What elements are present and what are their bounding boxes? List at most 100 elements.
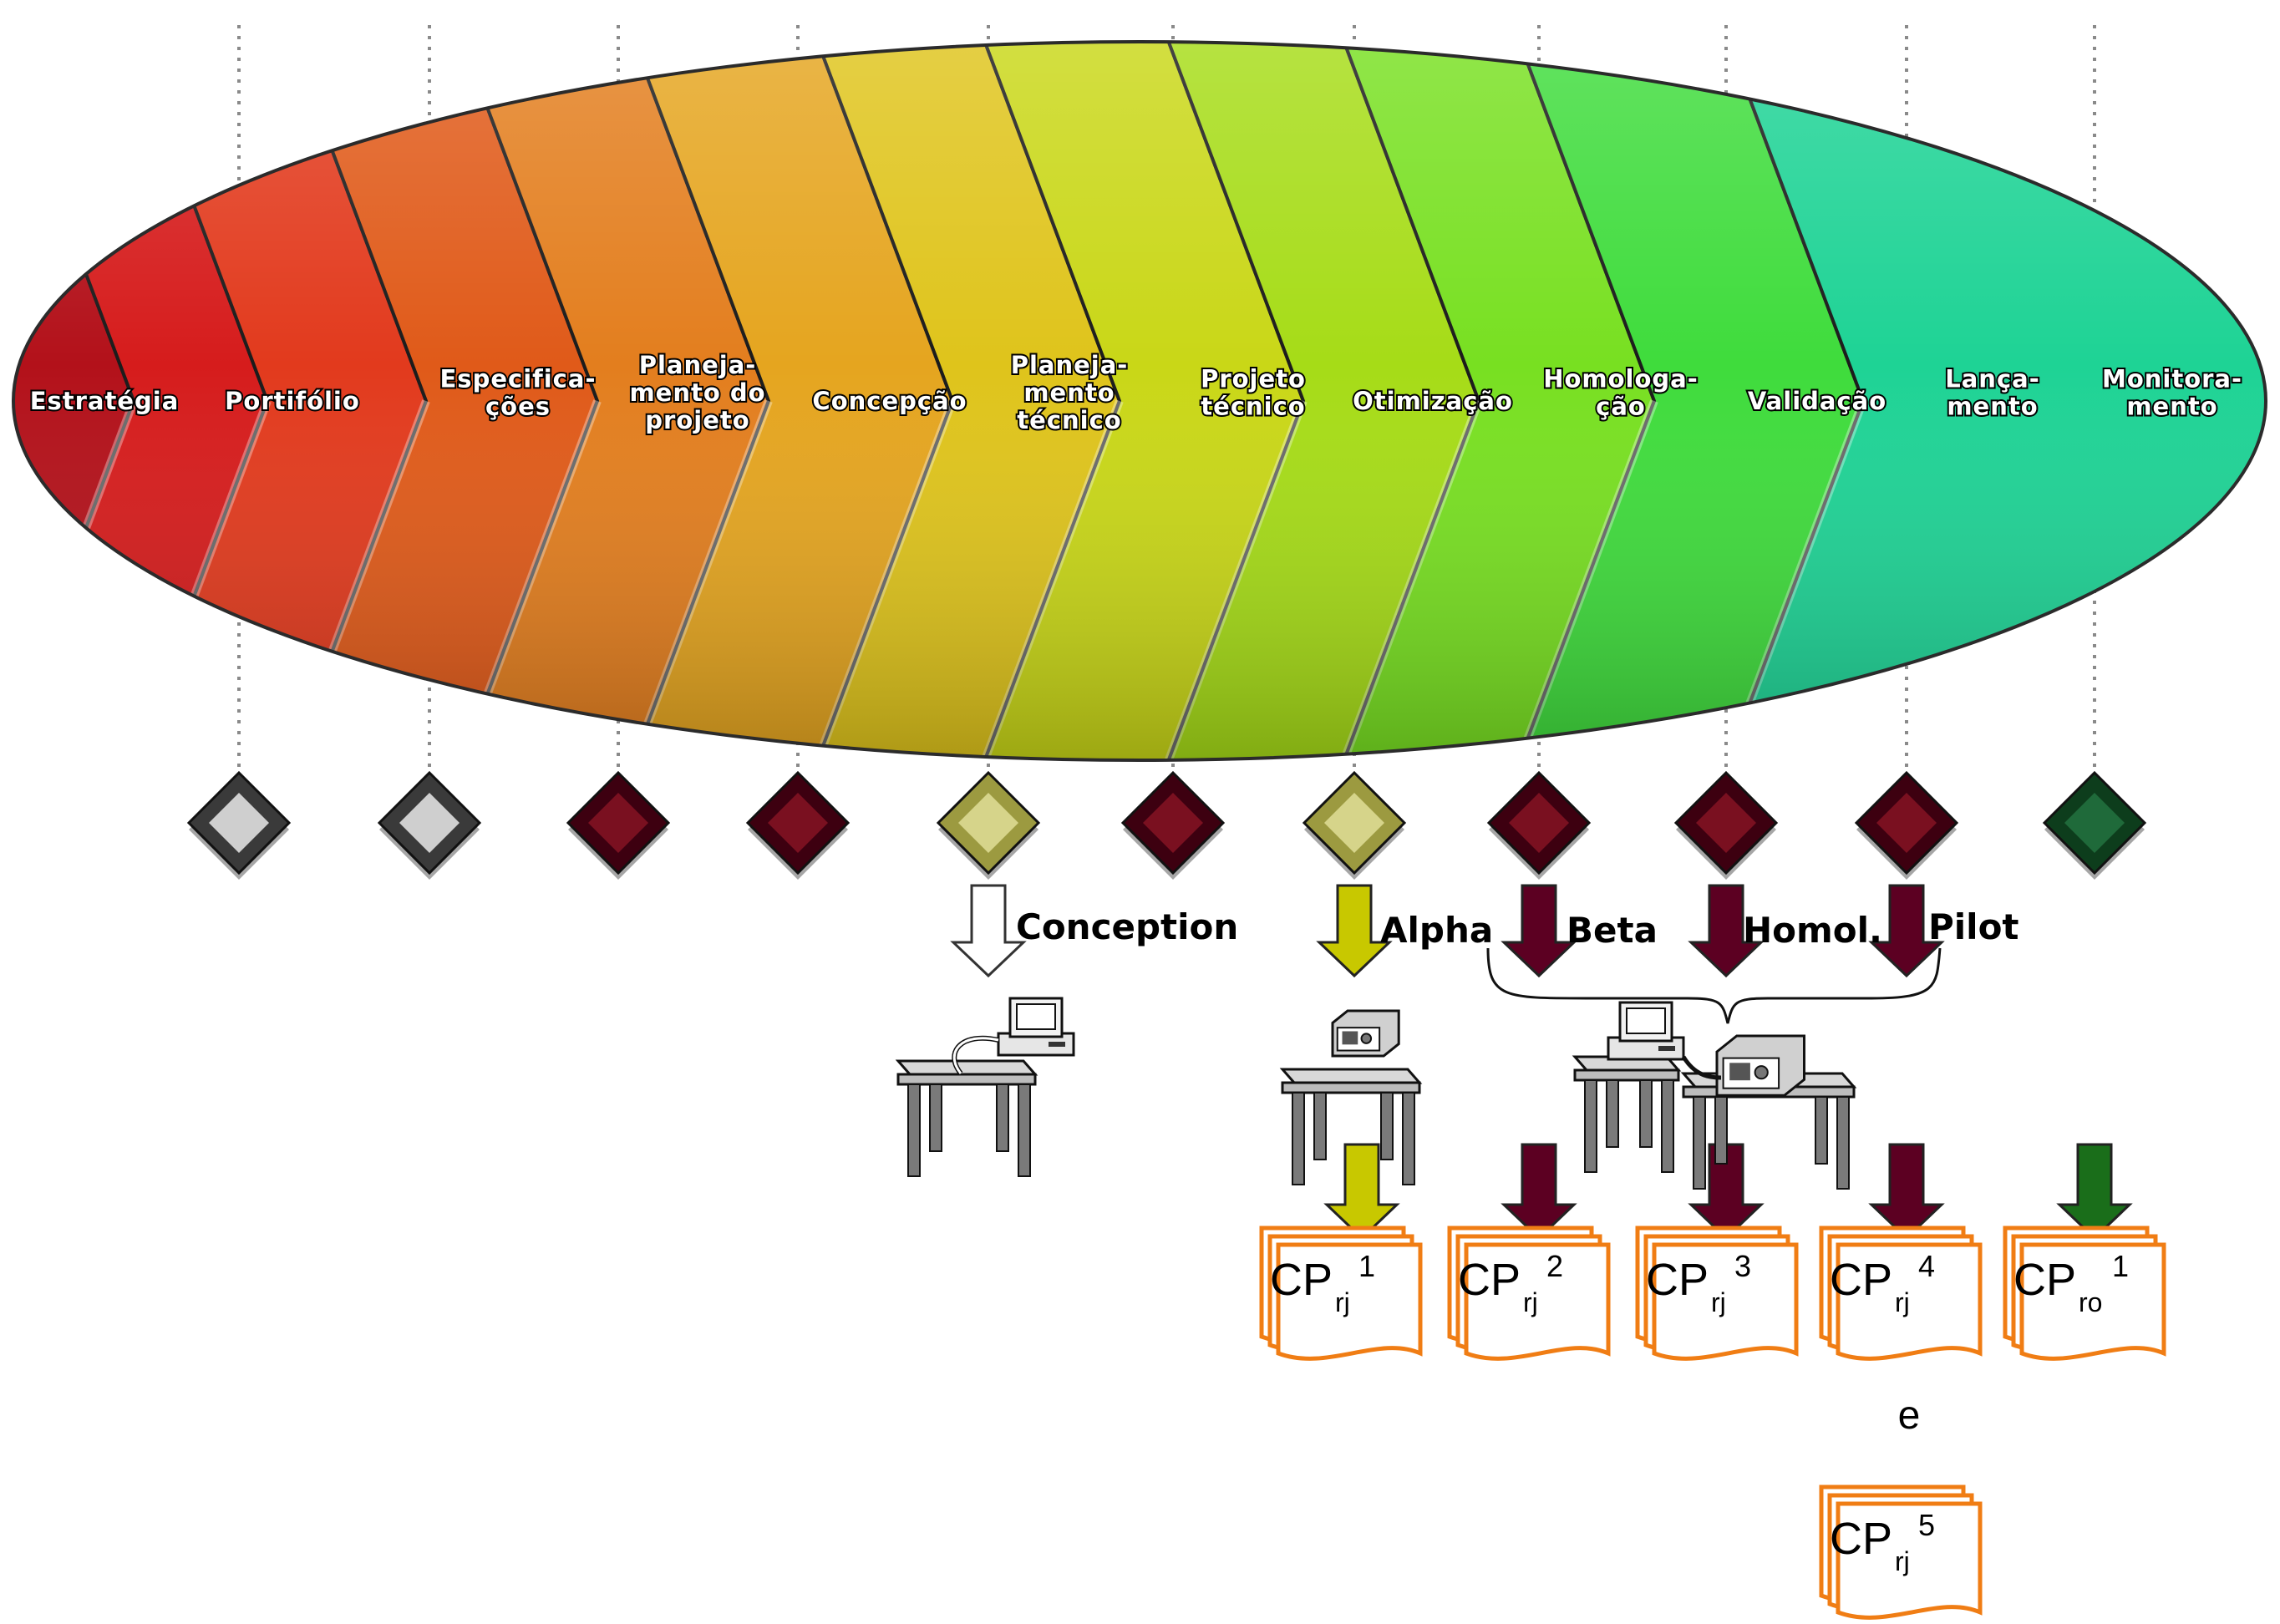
cable <box>1681 1055 1722 1080</box>
gate-diamond <box>1302 770 1407 880</box>
workstations <box>895 997 1857 1190</box>
desk-top <box>895 1059 1038 1076</box>
desk-leg <box>1714 1096 1728 1165</box>
doc-subscript: rj <box>1895 1287 1910 1317</box>
device-display <box>1729 1063 1750 1081</box>
gate-inner <box>768 793 828 853</box>
desk-leg <box>1815 1096 1828 1165</box>
doc-subscript: ro <box>2079 1287 2102 1317</box>
band-outline <box>12 40 2267 762</box>
doc-superscript: 3 <box>1734 1249 1751 1283</box>
doc-arrow-1 <box>1323 1143 1400 1241</box>
desk-leg <box>1639 1079 1653 1148</box>
phase-label-line: mento <box>2126 393 2217 421</box>
phase-label-line: ções <box>485 393 551 421</box>
band-shading <box>13 42 2266 760</box>
phase-label-line: Validação <box>1748 387 1886 415</box>
gate-inner <box>1143 793 1203 853</box>
gate-diamond <box>1120 770 1226 880</box>
doc-subscript: rj <box>1335 1287 1350 1317</box>
device-knob <box>1754 1065 1769 1080</box>
doc-superscript: 1 <box>1358 1249 1375 1283</box>
doc-subscript: rj <box>1895 1546 1910 1576</box>
phase-label-line: Portifólio <box>225 387 360 415</box>
phase-label: Concepção <box>812 387 967 415</box>
computer-drive <box>1049 1042 1065 1047</box>
phase-labels: Estratégia Portifólio Especifica-ções Plane… <box>28 349 2243 436</box>
desk-leg <box>1836 1096 1850 1190</box>
document-page <box>1276 1242 1423 1361</box>
connector-e: e <box>1898 1393 1921 1438</box>
gate-diamond <box>566 770 671 880</box>
gate-inner <box>209 793 269 853</box>
phase-label: Homologa-ção <box>1543 365 1699 421</box>
desk-leg <box>1380 1092 1394 1160</box>
phase-label-line: Estratégia <box>30 387 180 415</box>
device-knob <box>1360 1033 1373 1044</box>
phase-label-line: Otimização <box>1353 387 1513 415</box>
doc-arrow-5 <box>2056 1143 2133 1241</box>
computer <box>997 997 1075 1057</box>
doc-superscript: 2 <box>1546 1249 1563 1283</box>
phase-label-line: ção <box>1596 393 1646 421</box>
phase-label-line: Planeja- <box>639 351 757 379</box>
phase-label: Especifica-ções <box>440 365 597 421</box>
group-brace <box>1486 947 1942 1024</box>
label-alpha: Alpha <box>1380 910 1493 951</box>
desk-leg <box>929 1084 942 1152</box>
desk-leg <box>907 1084 921 1177</box>
label-beta: Beta <box>1567 910 1658 951</box>
gate-inner <box>588 793 648 853</box>
computer <box>1607 1001 1685 1061</box>
doc-arrow-4 <box>1868 1143 1945 1241</box>
doc-main-label: CP <box>1830 1255 1892 1305</box>
gate-inner <box>1876 793 1937 853</box>
alpha-arrow <box>1316 884 1393 978</box>
desk-leg <box>1606 1079 1619 1148</box>
doc-main-label: CP <box>2013 1255 2076 1305</box>
computer-screen <box>1626 1007 1666 1034</box>
transition-arrows <box>950 884 2133 1241</box>
phase-label-line: Concepção <box>812 387 967 415</box>
phase-label-line: técnico <box>1201 393 1305 421</box>
cable-core <box>952 1037 999 1074</box>
beta-arrow <box>1501 884 1577 978</box>
phase-label-line: mento <box>1023 378 1115 407</box>
doc-main-label: CP <box>1458 1255 1521 1305</box>
phase-label-line: Planeja- <box>1011 351 1129 379</box>
desk-edge <box>1281 1081 1421 1094</box>
doc-subscript: rj <box>1711 1287 1726 1317</box>
device-display <box>1342 1031 1358 1045</box>
desk <box>895 1059 1038 1177</box>
document-page <box>2019 1242 2166 1361</box>
desk-leg <box>1584 1079 1597 1173</box>
doc-subscript: rj <box>1523 1287 1538 1317</box>
phase-label: Portifólio <box>225 387 360 415</box>
doc-main-label: CP <box>1646 1255 1709 1305</box>
gate-diamond <box>745 770 851 880</box>
gate-diamond <box>377 770 482 880</box>
device <box>1331 1009 1400 1058</box>
phase-label-line: Homologa- <box>1543 365 1699 393</box>
label-homol: Homol. <box>1743 910 1882 951</box>
doc-main-label: CP <box>1830 1514 1892 1564</box>
doc-superscript: 4 <box>1918 1249 1935 1283</box>
label-pilot: Pilot <box>1928 906 2019 947</box>
desk-top <box>1279 1068 1423 1084</box>
computer-screen <box>1016 1003 1056 1030</box>
phase-label: Estratégia <box>30 387 180 415</box>
gate-inner <box>1324 793 1384 853</box>
desk-leg <box>1661 1079 1674 1173</box>
gate-diamond <box>1854 770 1959 880</box>
gate-inner <box>958 793 1018 853</box>
doc-arrow-3 <box>1688 1143 1765 1241</box>
phase-label-line: mento do <box>629 378 765 407</box>
gate-inner <box>1509 793 1569 853</box>
computer-drive <box>1658 1046 1675 1051</box>
